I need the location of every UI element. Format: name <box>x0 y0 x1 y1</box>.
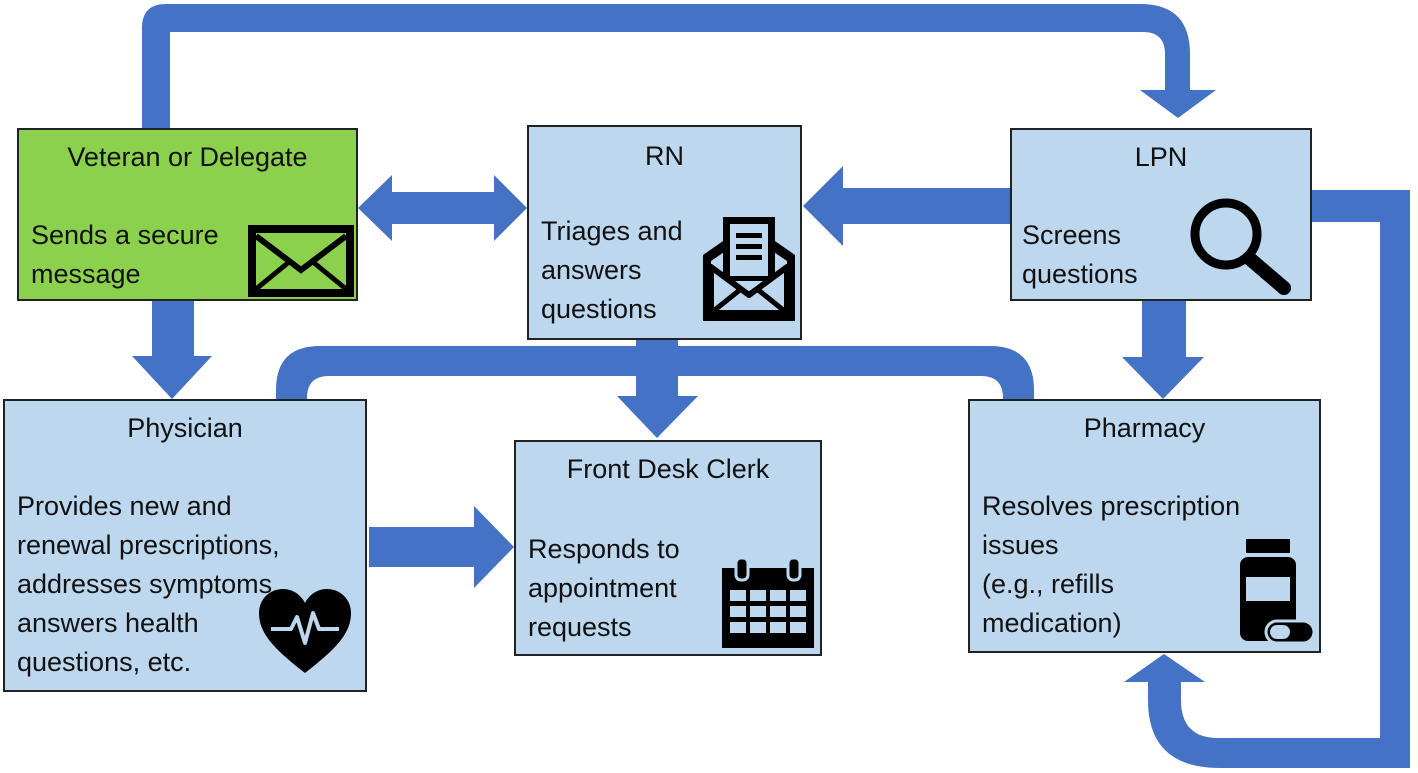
arrow-lpn-loop-to-pharmacy-head <box>1124 654 1205 682</box>
node-frontdesk-title: Front Desk Clerk <box>566 454 770 484</box>
node-veteran-desc: Sends a secure message <box>31 220 219 289</box>
node-pharmacy-title: Pharmacy <box>1083 413 1206 443</box>
arrow-veteran-to-lpn <box>142 4 1190 128</box>
node-physician-title: Physician <box>127 413 243 443</box>
arrow-physician-to-frontdesk-head <box>474 506 514 588</box>
arrow-lpn-to-rn-head <box>803 166 843 246</box>
arrow-lpn-to-pharmacy-head <box>1122 357 1204 399</box>
arrow-rn-to-frontdesk-head <box>617 396 698 438</box>
arrow-veteran-rn-head-right <box>494 175 527 241</box>
envelope-icon <box>248 225 354 297</box>
node-physician-desc: Provides new and renewal prescriptions, … <box>17 491 280 677</box>
node-lpn-desc: Screens questions <box>1022 220 1138 289</box>
arrow-veteran-to-physician-head <box>132 356 212 399</box>
arrow-veteran-rn-shaft <box>392 192 496 224</box>
node-frontdesk-desc: Responds to appointment requests <box>528 534 680 642</box>
node-rn-title: RN <box>645 141 684 171</box>
node-rn-desc: Triages and answers questions <box>541 216 683 324</box>
arrow-veteran-to-lpn-head <box>1140 90 1216 118</box>
node-veteran-title: Veteran or Delegate <box>67 142 308 172</box>
arrow-lpn-to-pharmacy-shaft <box>1142 301 1186 359</box>
node-veteran: Veteran or Delegate Sends a secure messa… <box>17 128 358 301</box>
node-lpn-title: LPN <box>1134 142 1188 172</box>
magnifying-glass-icon <box>1190 198 1291 295</box>
arrow-physician-to-frontdesk-shaft <box>369 527 475 567</box>
pill-bottle-icon <box>1240 539 1316 643</box>
node-frontdesk: Front Desk Clerk Responds to appointment… <box>514 440 822 656</box>
arrow-lpn-loop-to-pharmacy <box>1148 190 1410 768</box>
node-rn: RN Triages and answers questions <box>527 125 802 340</box>
arrow-veteran-to-physician-shaft <box>152 301 194 357</box>
open-envelope-letter-icon <box>703 217 795 321</box>
node-pharmacy: Pharmacy Resolves prescription issues (e… <box>968 399 1321 653</box>
node-physician: Physician Provides new and renewal presc… <box>3 399 367 692</box>
node-lpn: LPN Screens questions <box>1010 128 1312 301</box>
heart-pulse-icon <box>259 589 351 673</box>
arrow-rn-distribution-band <box>276 346 1034 430</box>
arrow-rn-stem <box>636 340 678 398</box>
node-pharmacy-desc: Resolves prescription issues (e.g., refi… <box>982 491 1241 638</box>
arrow-veteran-rn-head-left <box>358 175 392 241</box>
arrow-lpn-to-rn-shaft <box>842 188 1010 224</box>
calendar-icon <box>722 556 814 648</box>
